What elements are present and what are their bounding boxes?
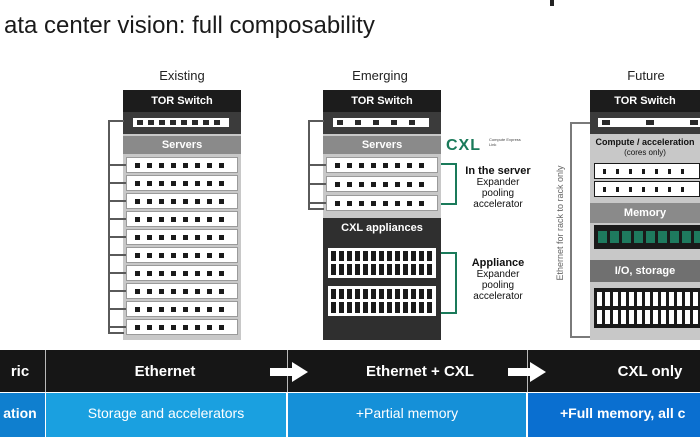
- future-io-storage-label: I/O, storage: [590, 260, 700, 282]
- appliance-annotation: Appliance Expander pooling accelerator: [458, 257, 538, 303]
- fabric-ethernet-cxl: Ethernet + CXL: [366, 363, 474, 380]
- existing-connector: [108, 120, 124, 334]
- fabric-row-label: ric: [10, 363, 30, 380]
- composition-row-label: ation: [3, 405, 37, 421]
- existing-tor-switch: TOR Switch: [123, 90, 241, 112]
- emerging-tor-ports: [323, 112, 441, 134]
- existing-connector-tick: [110, 272, 126, 274]
- cxl-logo: CXL: [446, 137, 481, 155]
- future-connector: [570, 122, 590, 338]
- cxl-appliance-unit: [328, 248, 436, 278]
- existing-server-row: [126, 229, 238, 245]
- fabric-divider-1: [45, 350, 46, 392]
- composition-label-cell: [0, 393, 45, 437]
- future-tor-ports: [590, 112, 700, 134]
- existing-server-row: [126, 211, 238, 227]
- emerging-connector-tick: [310, 164, 326, 166]
- appliance-line-2: pooling: [481, 280, 515, 291]
- existing-server-row: [126, 283, 238, 299]
- future-tor-switch: TOR Switch: [590, 90, 700, 112]
- emerging-server-row: [326, 176, 438, 192]
- existing-server-row: [126, 247, 238, 263]
- existing-connector-tick: [110, 290, 126, 292]
- appliance-title: Appliance: [471, 257, 525, 269]
- cxl-logo-text: CXL: [446, 137, 481, 154]
- existing-connector-tick: [110, 254, 126, 256]
- composition-memory-cell: [288, 393, 526, 437]
- existing-server-row: [126, 301, 238, 317]
- future-memory-module: [594, 225, 700, 249]
- composition-storage: Storage and accelerators: [87, 405, 245, 421]
- emerging-connector-tick: [310, 183, 326, 185]
- appliance-line-1: Expander: [476, 269, 520, 280]
- future-side-label: Ethernet for rack to rack only: [555, 165, 565, 281]
- arrow-right-icon: [270, 362, 308, 382]
- existing-server-row: [126, 157, 238, 173]
- existing-servers-label: Servers: [123, 136, 241, 154]
- emerging-server-row: [326, 157, 438, 173]
- arrow-right-icon: [508, 362, 546, 382]
- fabric-ethernet: Ethernet: [134, 363, 196, 380]
- existing-server-row: [126, 265, 238, 281]
- appliance-line-3: accelerator: [473, 291, 523, 302]
- emerging-tor-switch: TOR Switch: [323, 90, 441, 112]
- future-compute-row: [594, 181, 700, 197]
- future-compute-row: [594, 163, 700, 179]
- page-title: ata center vision: full composability: [4, 12, 375, 39]
- in-server-annotation: In the server Expander pooling accelerat…: [458, 165, 538, 211]
- existing-label: Existing: [159, 68, 205, 83]
- emerging-servers-label: Servers: [323, 136, 441, 154]
- existing-connector-tick: [110, 164, 126, 166]
- composition-storage-cell: [46, 393, 286, 437]
- existing-server-row: [126, 319, 238, 335]
- emerging-connector: [308, 120, 324, 210]
- existing-connector-tick: [110, 308, 126, 310]
- future-label: Future: [627, 68, 665, 83]
- cxl-logo-subtext: Compute Express Link: [489, 137, 521, 147]
- corner-mark: [550, 0, 554, 6]
- fabric-row: [0, 350, 700, 392]
- existing-connector-tick: [110, 182, 126, 184]
- cxl-appliances-label: CXL appliances: [341, 222, 423, 234]
- existing-connector-tick: [110, 218, 126, 220]
- composition-full-cell: [528, 393, 700, 437]
- future-side-label-wrap: Ethernet for rack to rack only: [552, 150, 568, 300]
- future-storage-array: [594, 288, 700, 328]
- composition-partial-memory: +Partial memory: [355, 405, 459, 421]
- existing-tor-ports: [123, 112, 241, 134]
- existing-connector-tick: [110, 326, 126, 328]
- future-compute-sub: (cores only): [624, 148, 666, 157]
- existing-server-row: [126, 193, 238, 209]
- future-memory-label: Memory: [590, 203, 700, 223]
- in-server-title: In the server: [465, 165, 531, 177]
- existing-connector-tick: [110, 236, 126, 238]
- cxl-appliance-block: [323, 218, 441, 340]
- emerging-label: Emerging: [352, 68, 408, 83]
- existing-server-row: [126, 175, 238, 191]
- fabric-cxl-only: CXL only: [617, 363, 683, 380]
- in-server-green-bracket: [441, 163, 457, 205]
- in-server-line-3: accelerator: [473, 199, 523, 210]
- appliance-green-bracket: [441, 252, 457, 314]
- existing-connector-tick: [110, 200, 126, 202]
- composition-full-memory: +Full memory, all c: [560, 405, 686, 421]
- emerging-server-row: [326, 195, 438, 211]
- cxl-appliance-unit: [328, 286, 436, 316]
- emerging-connector-tick: [310, 202, 326, 204]
- in-server-line-1: Expander: [476, 177, 520, 188]
- in-server-line-2: pooling: [481, 188, 515, 199]
- future-compute-label: Compute / acceleration: [595, 137, 695, 147]
